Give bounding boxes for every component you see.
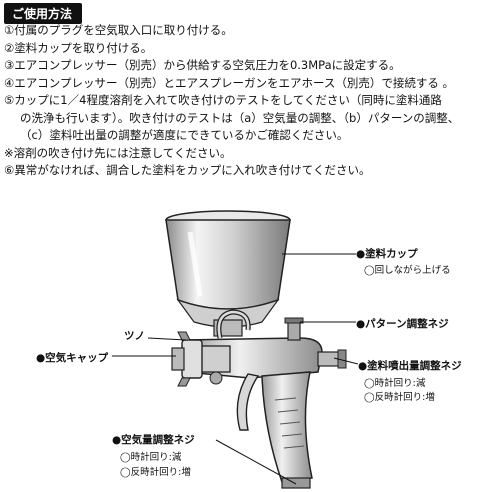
step-6: ⑥異常がなければ、調合した塗料をカップに入れ吹き付けてください。 <box>4 163 371 177</box>
step-5-cont-2: （c）塗料吐出量の調整が適度にできているかご確認ください。 <box>20 128 349 142</box>
step-5: ⑤カップに1／4程度溶剤を入れて吹き付けのテストをしてください（同時に塗料通路 <box>4 93 442 107</box>
label-fluid-screw-sub2: ◯反時計回り:増 <box>364 392 435 403</box>
step-5-cont-1: の洗浄も行います）。吹き付けのテストは（a）空気量の調整、（b）パターンの調整、 <box>20 110 460 125</box>
label-air-screw-sub1: ◯時計回り:減 <box>120 452 182 463</box>
step-3: ③エアコンプレッサー（別売）から供給する空気圧力を0.3MPaに設定する。 <box>4 58 401 72</box>
label-fluid-screw-sub1: ◯時計回り:減 <box>364 378 426 389</box>
label-paint-cup: ●塗料カップ <box>356 248 418 260</box>
label-air-cap: ●空気キャップ <box>36 352 109 364</box>
instruction-steps: ①付属のプラグを空気取入口に取り付ける。 ②塗料カップを取り付ける。 ③エアコン… <box>4 22 498 180</box>
label-tsuno: ツノ <box>124 330 145 342</box>
label-air-screw: ●空気量調整ネジ <box>112 434 195 446</box>
leader-lines <box>112 253 359 485</box>
gun-body <box>184 309 347 489</box>
label-paint-cup-sub: ◯回しながら上げる <box>364 265 451 276</box>
instructions-header: ご使用方法 <box>4 3 83 24</box>
paint-cup <box>165 210 291 337</box>
caution-note: ※溶剤の吹き付け先には注意してください。 <box>4 145 232 160</box>
step-4: ④エアコンプレッサー（別売）とエアスプレーガンをエアホース（別売）で接続する 。 <box>4 75 455 90</box>
air-cap <box>171 331 231 387</box>
label-fluid-screw: ●塗料噴出量調整ネジ <box>358 360 462 372</box>
step-2: ②塗料カップを取り付ける。 <box>4 40 153 55</box>
label-pattern-screw: ●パターン調整ネジ <box>356 318 449 330</box>
label-air-screw-sub2: ◯反時計回り:増 <box>120 467 191 478</box>
step-1: ①付属のプラグを空気取入口に取り付ける。 <box>4 23 233 37</box>
